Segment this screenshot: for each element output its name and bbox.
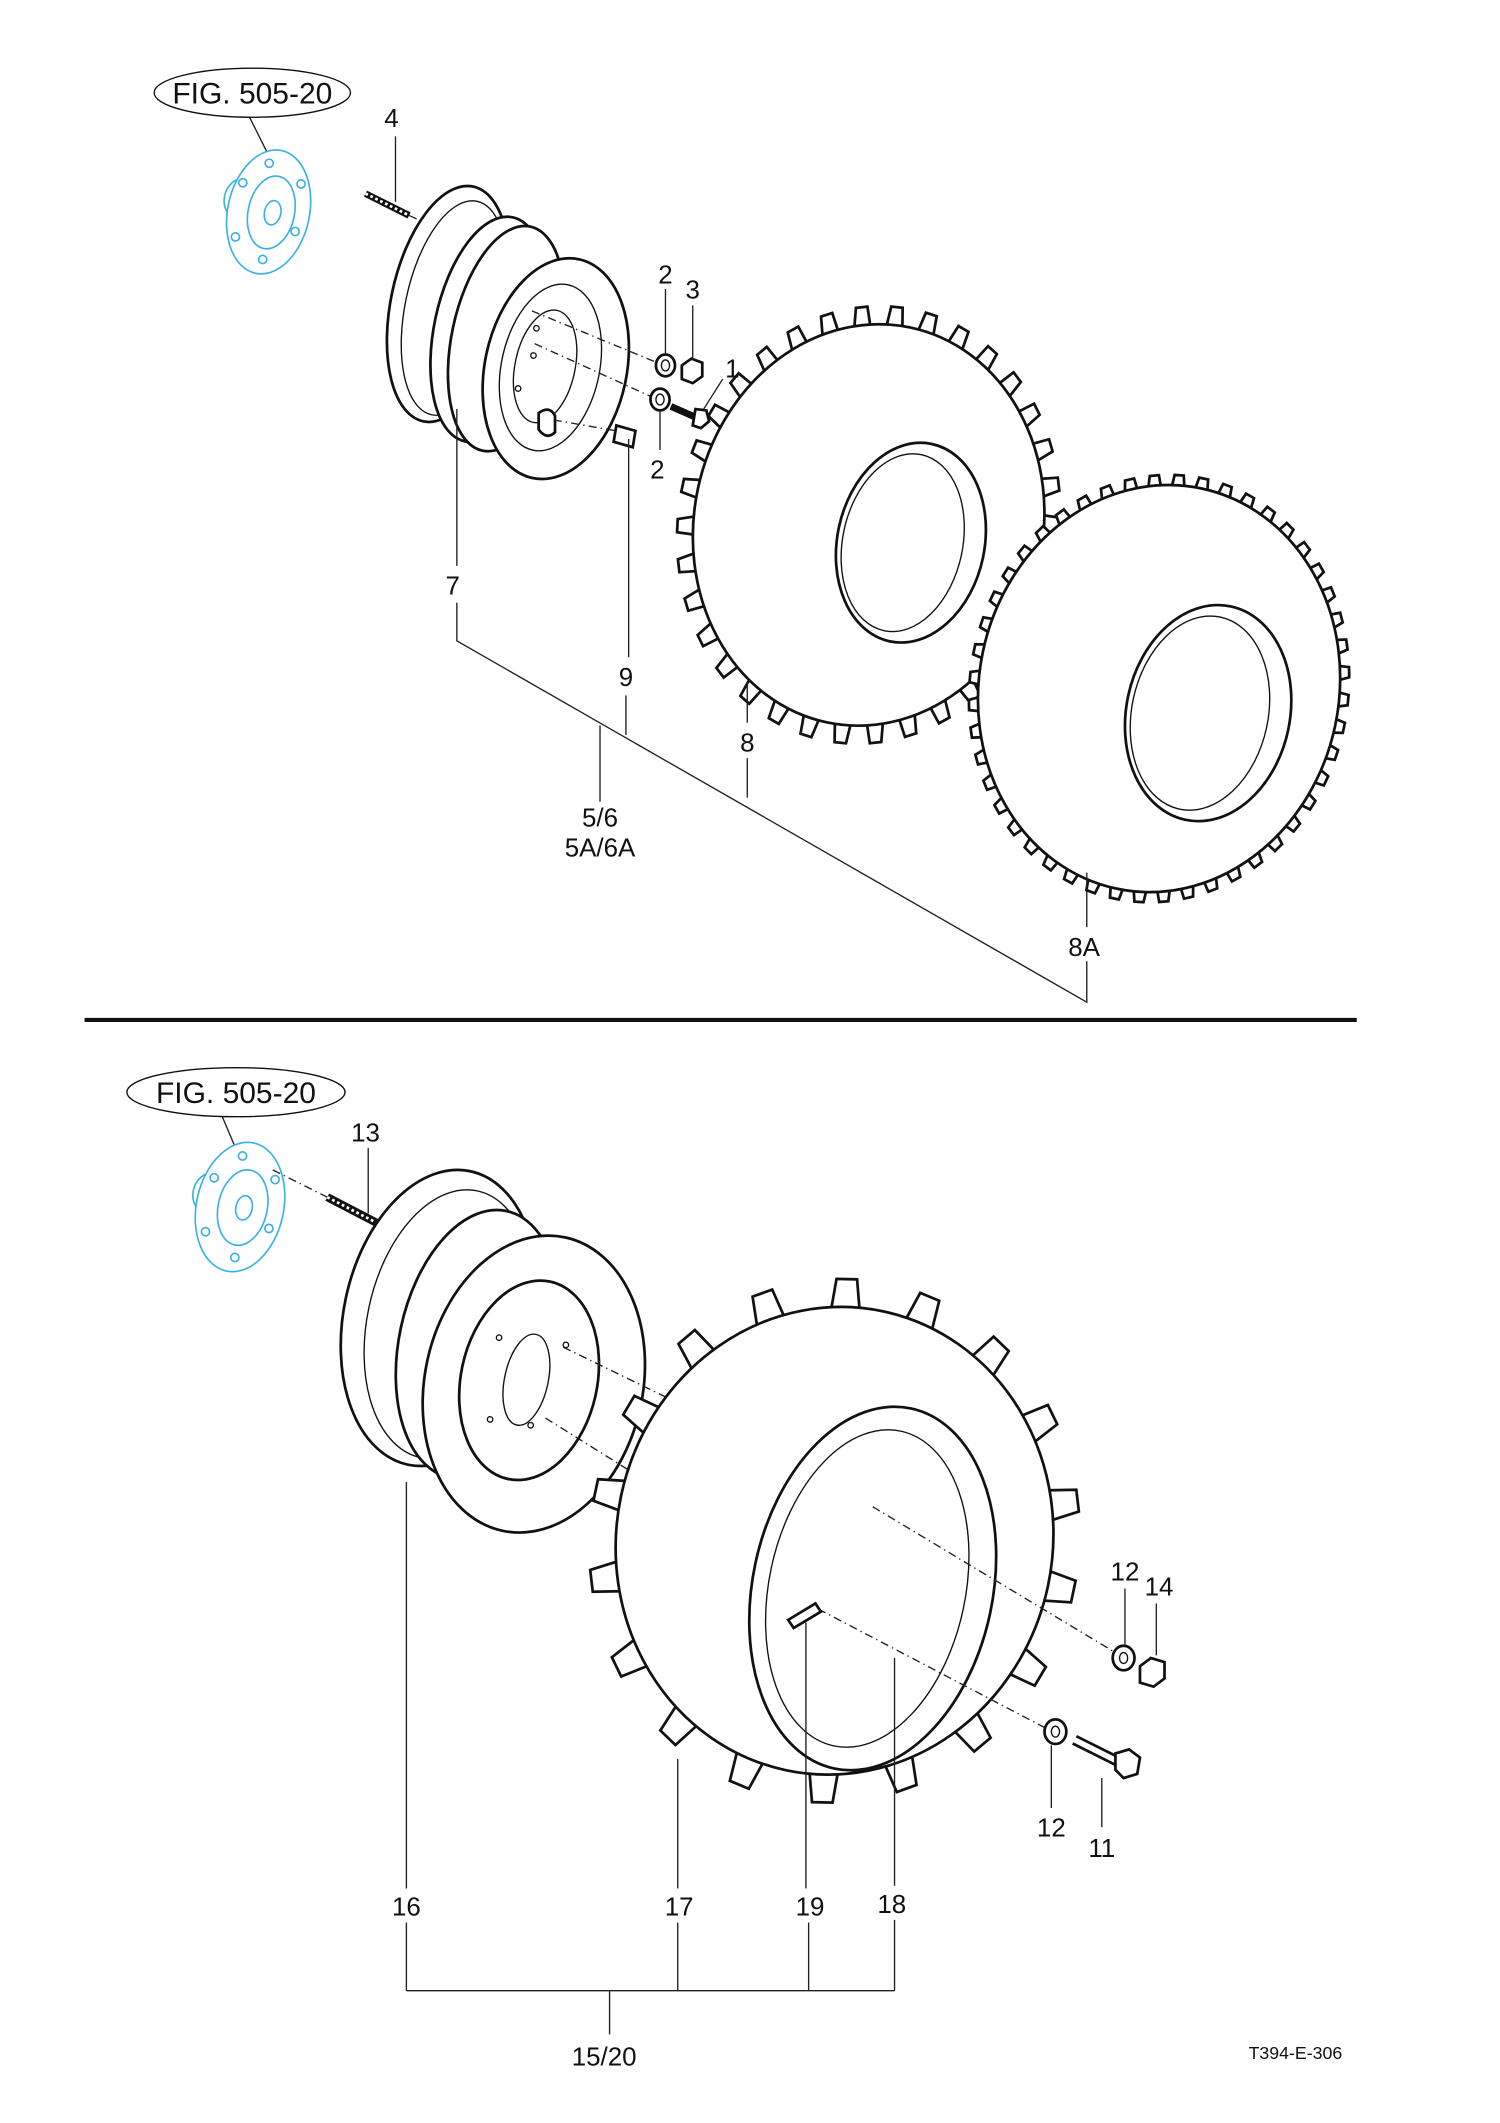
washer-12b (1043, 1718, 1068, 1746)
nut-14 (1138, 1656, 1166, 1689)
bolt-11 (1072, 1734, 1142, 1780)
bolt-1 (669, 403, 711, 430)
callout-15-20[interactable]: 15/20 (572, 2044, 637, 2072)
ag-tire-17 (588, 1277, 1081, 1805)
valve-stem-9 (612, 423, 638, 449)
stud-4 (363, 190, 440, 230)
lug-tire-8 (675, 305, 1062, 745)
callout-18[interactable]: 18 (877, 1891, 906, 1919)
svg-text:FIG. 505-20: FIG. 505-20 (156, 1077, 316, 1110)
callout-3[interactable]: 3 (686, 277, 700, 305)
callout-12-lower[interactable]: 12 (1037, 1815, 1066, 1843)
callout-5-6[interactable]: 5/6 (582, 804, 618, 832)
callout-8[interactable]: 8 (740, 729, 754, 757)
rim-7 (385, 184, 631, 481)
callout-5a-6a[interactable]: 5A/6A (565, 834, 636, 862)
fig-reference-bottom[interactable]: FIG. 505-20 (126, 1066, 346, 1118)
callout-12[interactable]: 12 (1111, 1558, 1140, 1586)
washer-12a (1111, 1644, 1136, 1672)
callout-8a[interactable]: 8A (1068, 934, 1100, 962)
drawing-code: T394-E-306 (1249, 2043, 1343, 2063)
wheel-hub-icon (192, 1141, 286, 1273)
fig-reference-top[interactable]: FIG. 505-20 (153, 67, 352, 118)
callout-4[interactable]: 4 (384, 105, 398, 133)
callout-2-lower[interactable]: 2 (650, 457, 664, 485)
valve-19 (786, 1601, 823, 1630)
callout-2[interactable]: 2 (658, 262, 672, 290)
callout-17[interactable]: 17 (665, 1894, 694, 1922)
washer-2a (654, 353, 677, 378)
callout-9[interactable]: 9 (619, 664, 633, 692)
callout-11[interactable]: 11 (1088, 1835, 1115, 1863)
bottom-assembly: FIG. 505-20 (126, 1066, 1174, 2072)
nut-3 (680, 357, 704, 385)
callout-14[interactable]: 14 (1145, 1573, 1174, 1601)
callout-19[interactable]: 19 (796, 1894, 825, 1922)
top-assembly: FIG. 505-20 (153, 67, 1351, 1004)
wheel-hub-icon (223, 149, 312, 275)
svg-text:FIG. 505-20: FIG. 505-20 (172, 78, 332, 111)
callout-16[interactable]: 16 (392, 1894, 421, 1922)
callout-13[interactable]: 13 (351, 1119, 380, 1147)
washer-2b (649, 387, 671, 412)
callout-1[interactable]: 1 (725, 356, 739, 384)
valve-boss (537, 408, 557, 438)
callout-7[interactable]: 7 (446, 572, 460, 600)
turf-tire-8a (967, 473, 1351, 904)
